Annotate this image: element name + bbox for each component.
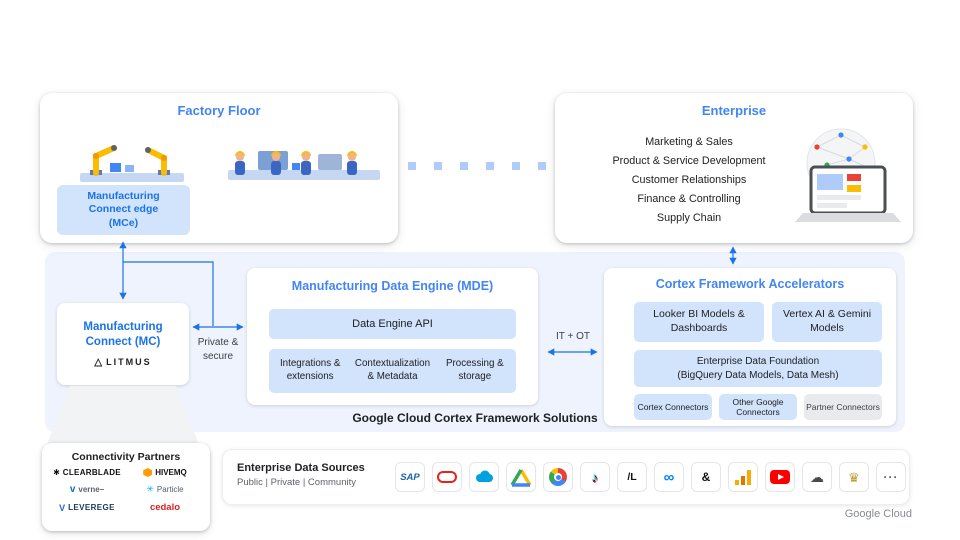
sources-subtitle: Public | Private | Community — [237, 477, 356, 488]
tiktok-logo: ♪ — [580, 462, 610, 492]
clearblade-icon: ✱ — [53, 468, 60, 477]
cortex-accelerators-box: Cortex Framework Accelerators Looker BI … — [604, 268, 896, 426]
factory-floor-title: Factory Floor — [177, 103, 261, 118]
sap-logo: SAP — [395, 462, 425, 492]
partner-hivemq: HIVEMQ — [126, 468, 204, 477]
link-dot — [460, 162, 468, 170]
cortex-connectors-row: Cortex Connectors Other Google Connector… — [634, 394, 882, 420]
leverege-icon: V — [59, 502, 66, 513]
cortex-connectors-pill: Cortex Connectors — [634, 394, 712, 420]
more-sources-tile: ··· — [876, 462, 906, 492]
it-ot-label: IT + OT — [556, 331, 590, 342]
verne-icon: v — [69, 484, 76, 495]
connectivity-partners-title: Connectivity Partners — [71, 451, 181, 463]
sources-text-block: Enterprise Data Sources Public | Private… — [237, 462, 365, 488]
enterprise-function: Finance & Controlling — [637, 193, 741, 205]
factory-floor-card: Factory Floor Manufacturing Connect ed — [40, 93, 398, 243]
factory-enterprise-link-dots — [408, 162, 546, 170]
partner-connectors-pill: Partner Connectors — [804, 394, 882, 420]
particle-icon: ✳ — [146, 484, 154, 494]
other-google-connectors-pill: Other Google Connectors — [719, 394, 797, 420]
enterprise-function: Marketing & Sales — [645, 136, 733, 148]
sources-title: Enterprise Data Sources — [237, 462, 365, 474]
mde-capability: Contextualization & Metadata — [354, 358, 431, 382]
private-secure-label: Private & secure — [197, 337, 239, 362]
cedalo-wordmark: cedalo — [149, 502, 181, 513]
leverege-wordmark: LEVEREGE — [68, 503, 115, 512]
ampersand-logo: & — [691, 462, 721, 492]
enterprise-title: Enterprise — [701, 103, 767, 118]
google-drive-logo — [506, 462, 536, 492]
factory-illustration — [80, 145, 380, 182]
crown-logo: ♛ — [839, 462, 869, 492]
link-dot — [512, 162, 520, 170]
enterprise-data-sources-bar: Enterprise Data Sources Public | Private… — [222, 449, 910, 505]
clearblade-wordmark: CLEARBLADE — [62, 468, 121, 477]
looker-models-pill: Looker BI Models & Dashboards — [634, 302, 764, 342]
mc-label: Manufacturing Connect (MC) — [83, 321, 163, 348]
mc-box: Manufacturing Connect (MC) △ LITMUS — [57, 303, 189, 385]
partner-particle: ✳ Particle — [126, 484, 204, 495]
partner-leverege: V LEVEREGE — [48, 502, 126, 513]
data-engine-api-pill: Data Engine API — [269, 309, 516, 339]
mde-title: Manufacturing Data Engine (MDE) — [291, 279, 494, 293]
solutions-caption: Google Cloud Cortex Framework Solutions — [352, 411, 598, 425]
edf-subtitle: (BigQuery Data Models, Data Mesh) — [677, 369, 839, 381]
mde-capability: Processing & storage — [445, 358, 504, 382]
vertex-gemini-pill: Vertex AI & Gemini Models — [772, 302, 882, 342]
enterprise-function: Product & Service Development — [612, 155, 766, 167]
enterprise-function: Customer Relationships — [631, 174, 747, 186]
litmus-wordmark: LITMUS — [106, 357, 152, 368]
partner-clearblade: ✱ CLEARBLADE — [48, 468, 126, 477]
link-dot — [486, 162, 494, 170]
hivemq-wordmark: HIVEMQ — [155, 468, 187, 477]
cortex-title: Cortex Framework Accelerators — [655, 277, 845, 291]
link-dot — [434, 162, 442, 170]
salesforce-logo — [469, 462, 499, 492]
mde-capabilities-bar: Integrations & extensions Contextualizat… — [269, 349, 516, 393]
particle-wordmark: Particle — [156, 485, 184, 494]
mce-box: Manufacturing Connect edge (MCe) — [57, 185, 190, 235]
enterprise-functions-list: Marketing & Sales Product & Service Deve… — [555, 133, 823, 228]
cortex-models-row: Looker BI Models & Dashboards Vertex AI … — [634, 302, 882, 342]
enterprise-card: Enterprise Marketing & Sales Product & S… — [555, 93, 913, 243]
enterprise-illustration — [795, 128, 901, 222]
meta-logo: ∞ — [654, 462, 684, 492]
hivemq-icon — [143, 468, 153, 477]
link-dot — [408, 162, 416, 170]
oracle-logo — [432, 462, 462, 492]
partner-cedalo: cedalo — [126, 502, 204, 513]
analytics-logo — [728, 462, 758, 492]
verne-wordmark: verne– — [78, 485, 105, 494]
link-dot — [538, 162, 546, 170]
litmus-icon: △ — [94, 356, 103, 368]
google-cloud-wordmark: Google Cloud — [844, 508, 912, 520]
edf-title: Enterprise Data Foundation — [696, 356, 820, 367]
mde-box: Manufacturing Data Engine (MDE) Data Eng… — [247, 268, 538, 405]
source-logo-tiles: SAP ♪ /L ∞ & ☁ ♛ ··· — [395, 462, 906, 492]
litmus-logo: △ LITMUS — [94, 357, 151, 368]
slash-l-logo: /L — [617, 462, 647, 492]
mce-label: Manufacturing Connect edge (MCe) — [87, 189, 160, 229]
enterprise-function: Supply Chain — [656, 212, 722, 224]
connectivity-partners-card: Connectivity Partners ✱ CLEARBLADE HIVEM… — [42, 443, 210, 531]
weather-cloud-logo: ☁ — [802, 462, 832, 492]
youtube-logo — [765, 462, 795, 492]
partners-grid: ✱ CLEARBLADE HIVEMQ v verne– ✳ Particle … — [42, 468, 210, 513]
partner-verne: v verne– — [48, 484, 126, 495]
enterprise-data-foundation-pill: Enterprise Data Foundation (BigQuery Dat… — [634, 350, 882, 387]
mde-capability: Integrations & extensions — [279, 358, 341, 382]
chrome-logo — [543, 462, 573, 492]
